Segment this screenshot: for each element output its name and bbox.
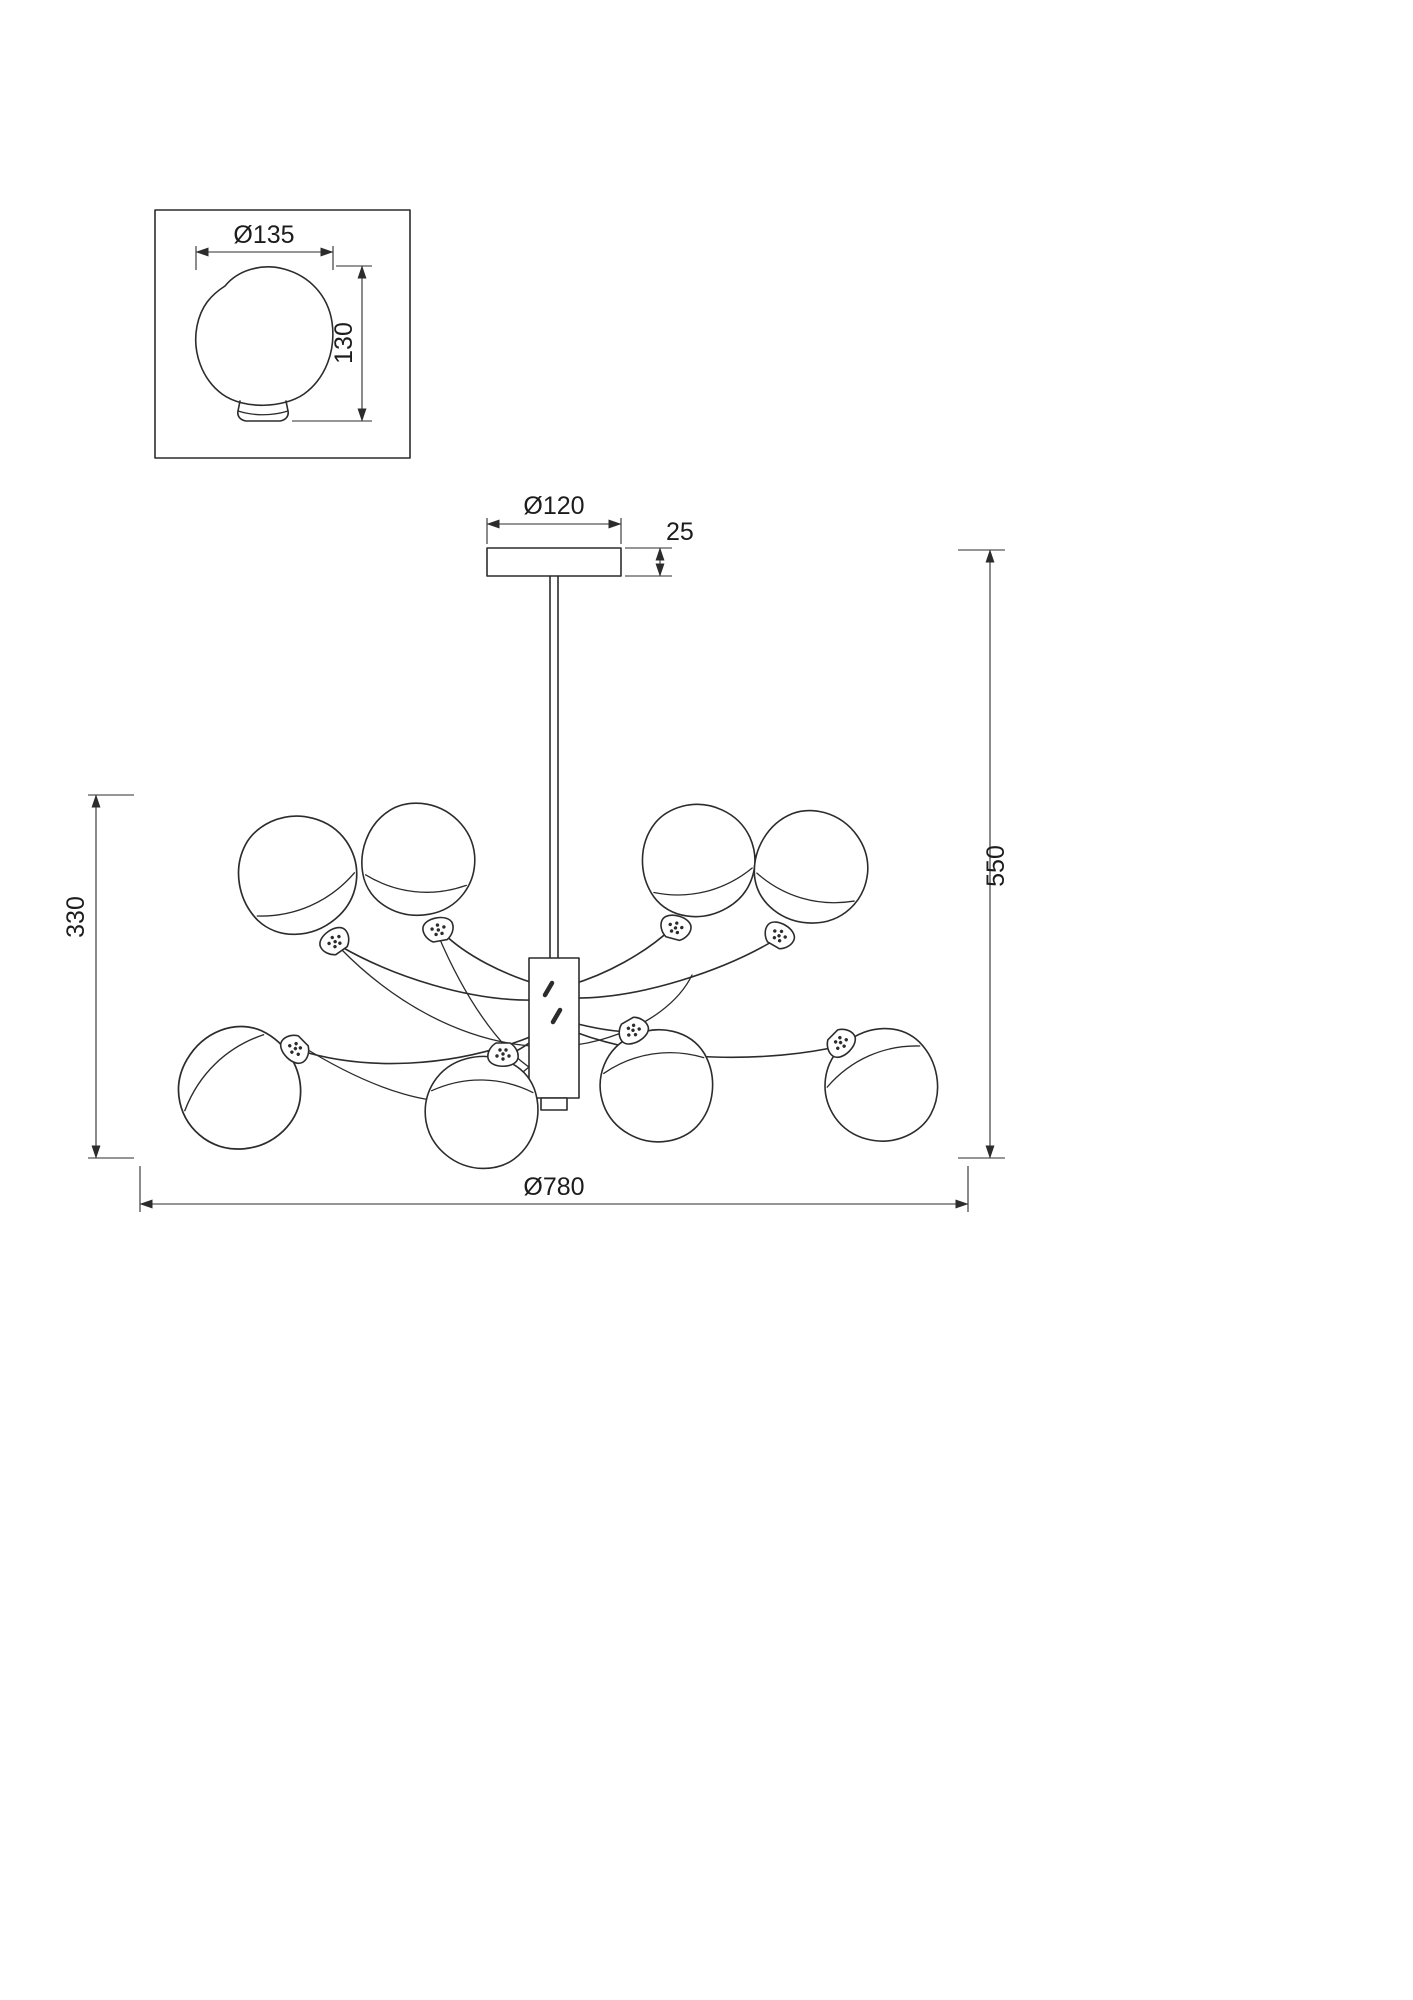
overall-diameter-label: Ø780 — [523, 1173, 584, 1201]
shade-lower-left-inner — [419, 1050, 544, 1174]
canopy-height-dimension: 25 — [625, 518, 694, 577]
shade-upper-left-inner — [352, 793, 485, 926]
shade-upper-right-inner — [632, 794, 765, 926]
arm-upper-left-inner — [441, 931, 541, 986]
body-height-label: 330 — [62, 896, 90, 938]
detail-height-dimension: 130 — [292, 265, 372, 422]
ceiling-canopy — [486, 547, 622, 577]
shade-lower-right-outer — [808, 1012, 955, 1159]
shade-upper-left-outer — [221, 798, 374, 951]
detail-diameter-label: Ø135 — [233, 221, 294, 249]
arm-upper-right-outer — [572, 937, 779, 999]
overall-diameter-dimension: Ø780 — [139, 1166, 969, 1212]
main-elevation: Ø120 25 — [153, 492, 955, 1176]
shade-detail-view: Ø135 130 — [154, 209, 411, 459]
arm-upper-left-outer — [339, 945, 538, 1001]
arm-upper-right-inner — [569, 927, 673, 986]
detail-border — [154, 209, 411, 459]
canopy-diameter-label: Ø120 — [523, 492, 584, 520]
shade-lower-left-outer — [153, 1002, 326, 1176]
detail-height-label: 130 — [330, 322, 358, 364]
stem-rod — [549, 575, 559, 959]
overall-height-dimension: 550 — [958, 549, 1010, 1159]
body-height-dimension: 330 — [62, 794, 134, 1159]
overall-height-label: 550 — [982, 845, 1010, 887]
detail-shade — [195, 266, 334, 422]
socket-upper-right-outer — [759, 916, 800, 954]
socket-lower-left-inner — [487, 1042, 519, 1068]
shade-upper-right-outer — [738, 794, 885, 941]
canopy-height-label: 25 — [666, 518, 694, 546]
arm-lower-right-outer — [574, 1031, 841, 1059]
detail-diameter-dimension: Ø135 — [195, 221, 334, 270]
central-hub — [528, 957, 580, 1111]
canopy-diameter-dimension: Ø120 — [486, 492, 622, 544]
